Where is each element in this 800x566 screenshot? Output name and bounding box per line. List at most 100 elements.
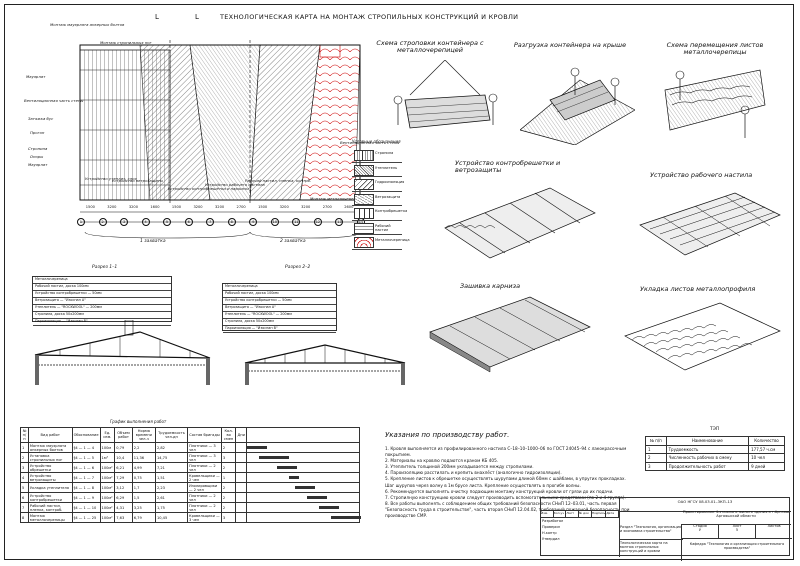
notes-title: Указания по производству работ.	[385, 431, 510, 439]
layer-line: Стропила, доска 50х200мм	[33, 312, 171, 319]
table-cell: 2,23	[154, 482, 189, 493]
legend-item: Утеплитель	[375, 165, 398, 170]
table-cell: 3	[20, 462, 29, 473]
plan-label: Мауэрлат	[26, 74, 46, 79]
table-cell: §4 — 1 — 9	[71, 492, 101, 503]
scheme-5-caption: Устройство рабочего настила	[650, 171, 753, 179]
plan-label: Прогон	[30, 130, 45, 135]
works-caption: График выполнения работ	[110, 419, 167, 424]
plan-label: Монтаж стропильных ног	[100, 40, 152, 45]
table-cell: 2	[220, 492, 237, 503]
gantt-bar	[247, 446, 267, 449]
axis-bubble: 5	[163, 218, 172, 226]
table-cell: Устройство контробрешетки	[27, 492, 73, 503]
dimension-value: 2700	[322, 205, 332, 209]
table-cell	[235, 482, 247, 493]
table-cell: 100м²	[99, 492, 116, 503]
note-item: 2. Материалы на кровлю подаются краном К…	[385, 458, 499, 464]
stamp-sheet-name: Раздел "Технология, организация и эконом…	[620, 525, 681, 533]
section-1-title: Разрез 1–1	[92, 265, 118, 270]
table-cell: Кровельщики — 3 чел	[187, 512, 222, 523]
gantt-bar	[289, 476, 299, 479]
table-cell: 6,21	[114, 462, 133, 473]
layer-line: Утеплитель — "ROCKWOOL" — 200мм	[33, 305, 171, 312]
plan-label: Мауэрлат	[28, 162, 48, 167]
axis-bubble: 6	[184, 218, 193, 226]
tep-cell: 1	[645, 444, 667, 454]
table-cell: 10,45	[154, 512, 189, 523]
gantt-cell	[246, 442, 360, 453]
tep-header: № п/п	[645, 436, 667, 446]
stamp-role: Разработал	[542, 519, 564, 523]
table-cell: 2,2	[131, 442, 156, 453]
layer-line: Устройство контробрешетки — 50мм	[33, 291, 171, 298]
table-cell: 1м³	[99, 452, 116, 463]
stamp-col: Изм.	[541, 511, 554, 517]
table-cell: 6	[20, 492, 29, 503]
plan-label: Монтаж металлочерепицы	[310, 196, 365, 201]
tep-cell: Продолжительность работ	[665, 461, 750, 471]
table-cell: 1	[20, 442, 29, 453]
section-1-drawing	[34, 320, 211, 385]
plan-label: Вентиляционная часть стены	[24, 98, 84, 103]
scheme-2-drawing	[520, 67, 635, 145]
plan-label: Вентиляционная часть стены	[340, 140, 400, 145]
table-cell: 1,5	[131, 492, 156, 503]
table-cell: 1,75	[154, 502, 189, 513]
table-cell: §4 — 1 — 4	[71, 442, 101, 453]
sheet-title: ТЕХНОЛОГИЧЕСКАЯ КАРТА НА МОНТАЖ СТРОПИЛЬ…	[220, 13, 519, 21]
tep-header: Наименование	[665, 436, 750, 446]
axis-bubble: 2	[98, 218, 107, 226]
table-cell: 2	[220, 462, 237, 473]
table-cell: §4 — 1 — 5	[71, 452, 101, 463]
gantt-cell	[246, 492, 360, 503]
gantt-cell	[246, 462, 360, 473]
table-header: Трудоемкость чел-дн	[154, 427, 189, 443]
tep-cell: Численность рабочих в смену	[665, 453, 750, 463]
gantt-bar	[277, 466, 297, 469]
layer-line: Утеплитель — "ROCKWOOL" — 200мм	[223, 312, 336, 319]
plan-label: Затяжка бус	[28, 116, 54, 121]
dimension-value: 3200	[107, 205, 117, 209]
table-cell: §4 — 1 — 7	[71, 472, 101, 483]
plan-label: Устройство рабочего настила	[205, 182, 265, 187]
legend-item: Рабочий настил	[375, 223, 391, 232]
table-header: № п/п	[20, 427, 29, 443]
table-cell: 4,31	[114, 502, 133, 513]
dimension-value: 2700	[236, 205, 246, 209]
stamp-col: Лист	[566, 511, 580, 517]
note-item: 3. Утеплитель толщиной 200мм укладываетс…	[385, 464, 534, 470]
table-cell: 6,79	[131, 512, 156, 523]
axis-bubble: 13	[335, 218, 344, 226]
gantt-header	[246, 427, 360, 443]
table-cell: 11,36	[131, 452, 156, 463]
gantt-bar	[331, 516, 361, 519]
stamp-col: Дата	[606, 511, 620, 517]
note-item: 5. Крепление листов к обрешетке осуществ…	[385, 476, 626, 488]
dimension-value: 1500	[258, 205, 268, 209]
table-header: Состав бригады	[187, 427, 222, 443]
table-cell	[235, 512, 247, 523]
table-cell: 1	[220, 472, 237, 483]
stamp-object: Проектирование 4-этажного жилого здания …	[681, 510, 791, 525]
table-cell: §4 — 1 — 10	[71, 502, 101, 513]
stamp-org: Кафедра "Технология и организация строит…	[681, 538, 792, 561]
dimension-value: 3200	[215, 205, 225, 209]
notes-list: 1. Кровля выполняется из профилированног…	[385, 446, 635, 519]
zahvatka-1-label: 1 захватка	[140, 239, 166, 244]
legend-item: Контробрешетка	[375, 209, 408, 213]
table-cell: Монтаж металлочерепицы	[27, 512, 73, 523]
tep-cell: Трудоемкость	[665, 444, 750, 454]
table-cell: Устройство ветрозащиты	[27, 472, 73, 483]
table-cell: 100м²	[99, 502, 116, 513]
tep-title: ТЭП	[710, 427, 720, 432]
table-header: Вид работ	[27, 427, 73, 443]
note-item: 1. Кровля выполняется из профилированног…	[385, 446, 627, 458]
table-cell: Установка стропильных ног	[27, 452, 73, 463]
